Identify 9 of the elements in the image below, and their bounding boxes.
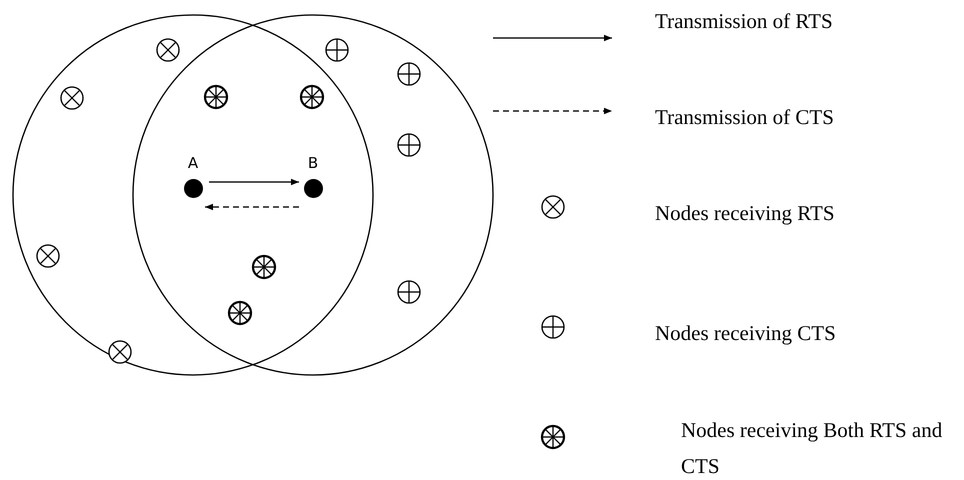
legend-text: Nodes receiving RTS (655, 200, 835, 227)
arrow (209, 178, 299, 186)
legend-text: Nodes receiving CTS (655, 320, 836, 347)
node-label: A (188, 155, 198, 171)
legend-text: Transmission of CTS (655, 104, 834, 131)
arrow (205, 204, 299, 210)
node-label: B (308, 155, 318, 171)
legend-text: Nodes receiving Both RTS and CTS (681, 417, 944, 480)
legend-text: Transmission of RTS (655, 8, 833, 35)
